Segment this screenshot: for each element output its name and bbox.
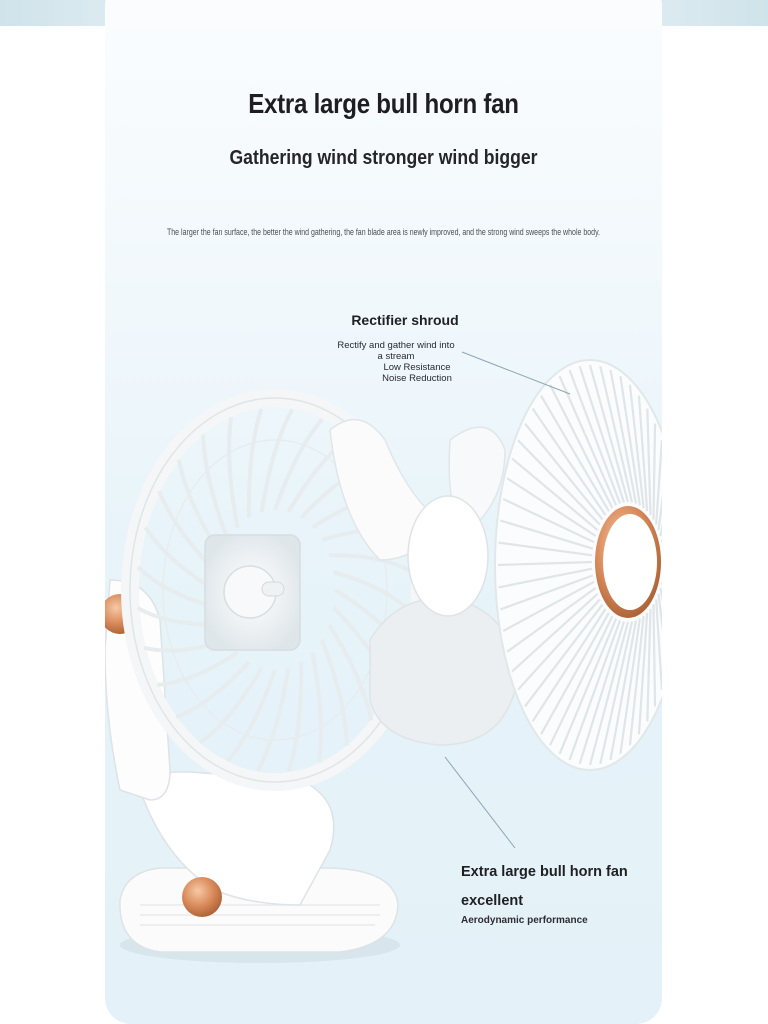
rear-spoke: [227, 417, 240, 528]
rear-cage-spokes: [136, 408, 414, 772]
front-spoke: [558, 618, 618, 755]
bottom-subtitle: Aerodynamic performance: [461, 915, 588, 926]
front-spoke: [657, 593, 662, 672]
front-spoke: [502, 497, 595, 544]
front-badge: [603, 514, 657, 610]
rear-spoke: [286, 662, 304, 772]
rear-spoke: [246, 408, 264, 518]
front-spoke: [646, 408, 652, 516]
front-spoke: [524, 422, 604, 521]
rear-spoke: [157, 650, 239, 687]
front-spoke: [599, 621, 634, 764]
rectifier-line1: Rectify and gather wind into a stream: [337, 340, 455, 362]
front-spoke: [517, 439, 601, 526]
front-spoke: [540, 395, 610, 512]
callout-line-bottom: [444, 756, 516, 849]
rear-spoke: [327, 623, 374, 721]
front-spoke: [663, 575, 680, 609]
front-spoke: [664, 569, 682, 588]
rear-spoke: [175, 660, 251, 719]
front-spoke: [663, 520, 680, 548]
bottom-title-line1: Extra large bull horn fan: [461, 864, 628, 880]
front-spoke: [637, 612, 649, 735]
front-spoke: [578, 365, 626, 503]
front-spoke: [568, 369, 622, 504]
front-spoke: [628, 615, 645, 746]
page-subtitle: Gathering wind stronger wind bigger: [229, 147, 538, 169]
front-spoke: [619, 376, 641, 506]
rear-spoke: [226, 669, 277, 763]
rectifier-line2: Low Resistance Noise Reduction: [382, 362, 452, 384]
front-spoke: [540, 612, 610, 735]
front-spoke: [497, 560, 593, 567]
front-spoke: [511, 593, 599, 673]
front-spoke: [660, 581, 662, 632]
front-spoke: [588, 621, 630, 766]
front-spoke: [511, 457, 599, 531]
front-spoke: [524, 603, 604, 708]
page-title: Extra large bull horn fan: [248, 88, 519, 119]
rear-spoke: [201, 434, 230, 541]
rear-spoke: [329, 553, 414, 574]
front-spoke: [664, 543, 682, 556]
front-spoke: [498, 567, 593, 589]
front-spoke: [646, 608, 652, 722]
front-spoke: [599, 366, 634, 503]
blade-hub: [407, 495, 489, 617]
front-spoke: [531, 608, 607, 722]
front-spoke: [609, 369, 638, 504]
description-text: The larger the fan surface, the better t…: [166, 227, 601, 237]
rear-spoke: [259, 408, 295, 513]
front-spoke: [609, 620, 638, 761]
front-spoke: [652, 423, 657, 520]
clip-base-ribs: [140, 904, 380, 926]
rectifier-title: Rectifier shroud: [351, 312, 459, 328]
rear-spoke: [310, 652, 323, 763]
front-spoke: [619, 618, 641, 754]
stand-arm: [105, 579, 171, 801]
front-spoke: [499, 574, 594, 611]
front-spoke: [578, 621, 626, 765]
front-spoke: [637, 395, 649, 512]
front-spoke: [531, 408, 607, 516]
rear-spoke: [198, 666, 264, 745]
front-spoke: [659, 477, 662, 537]
base-knob: [182, 877, 222, 917]
front-spoke: [502, 580, 595, 633]
bottom-title-line2: excellent: [461, 893, 524, 909]
clip-arm: [139, 771, 335, 906]
front-spoke: [660, 498, 662, 543]
front-spoke: [506, 587, 597, 653]
front-spoke: [549, 615, 614, 746]
front-spoke: [657, 458, 662, 531]
front-spoke: [517, 598, 601, 691]
front-spoke: [558, 375, 618, 506]
front-spoke: [664, 562, 682, 565]
callout-line-top: [461, 351, 571, 395]
rear-spoke: [332, 570, 414, 615]
front-spoke: [498, 541, 593, 557]
front-spoke: [549, 384, 614, 509]
front-spoke: [628, 384, 645, 509]
rear-spoke: [255, 667, 291, 772]
front-spoke: [568, 620, 622, 761]
front-spoke: [499, 519, 594, 550]
front-spoke: [655, 440, 662, 525]
front-spoke: [659, 587, 662, 652]
front-grille-spokes: [497, 364, 682, 766]
rear-spoke: [320, 639, 349, 746]
rear-spoke: [273, 417, 324, 511]
fan-blade-bottom: [369, 597, 517, 746]
front-spoke: [506, 477, 597, 537]
front-spoke: [588, 364, 630, 503]
front-spoke: [652, 604, 657, 707]
front-spoke: [655, 599, 662, 690]
